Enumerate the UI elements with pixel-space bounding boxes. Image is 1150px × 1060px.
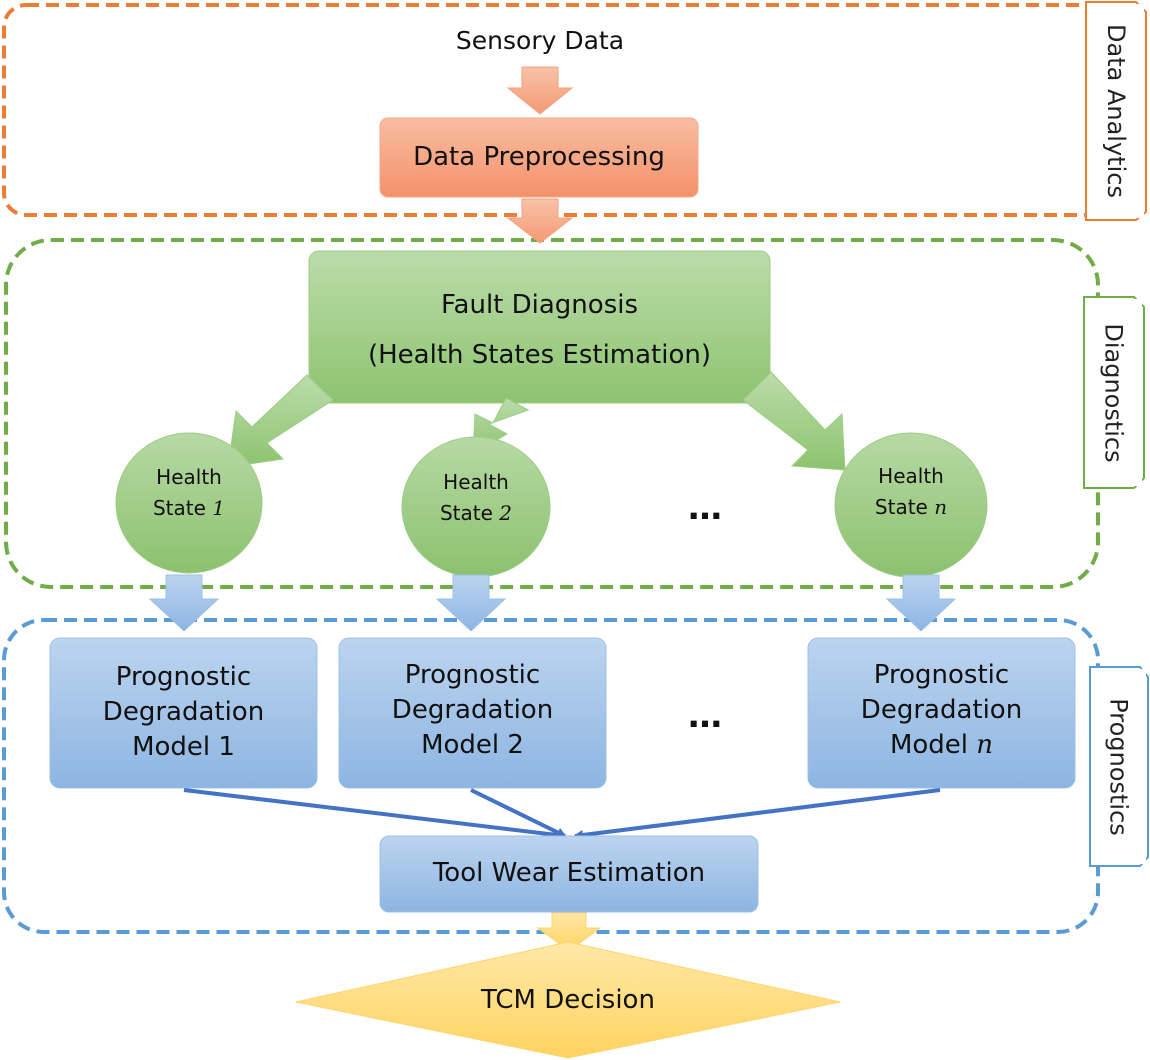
arrow-preprocessing-to-diagnosis xyxy=(506,198,574,244)
model-ellipsis: … xyxy=(688,696,722,736)
data-preprocessing-label: Data Preprocessing xyxy=(413,141,665,172)
model-2-box xyxy=(338,637,607,789)
health-state-n-line2: State n xyxy=(874,495,948,519)
health-state-2-label: Health State 2 xyxy=(402,467,550,529)
tcm-decision-label: TCM Decision xyxy=(481,985,655,1015)
model-2-label: Prognostic Degradation Model 2 xyxy=(339,658,606,763)
model-n-box xyxy=(807,637,1076,789)
model-2-line1: Prognostic xyxy=(404,660,541,690)
model-1-label: Prognostic Degradation Model 1 xyxy=(50,660,317,765)
health-state-1-label: Health State 1 xyxy=(116,462,262,524)
health-state-n-label: Health State n xyxy=(835,461,987,523)
data-preprocessing-box xyxy=(379,117,699,198)
model-1-line1: Prognostic xyxy=(115,662,252,692)
arrow-model-1-to-tool-wear xyxy=(183,788,567,841)
arrow-model-2-to-tool-wear xyxy=(470,788,567,838)
model-1-line2: Degradation xyxy=(102,697,265,727)
tool-wear-estimation-box xyxy=(379,835,759,913)
health-state-n-line1: Health xyxy=(878,464,944,488)
model-2-line2: Degradation xyxy=(391,695,554,725)
fault-diagnosis-title: Fault Diagnosis xyxy=(440,290,639,320)
diagnostics-label: Diagnostics xyxy=(1100,322,1129,463)
model-1-box xyxy=(49,637,318,789)
arrow-state-2-to-model-2 xyxy=(435,574,507,632)
fault-diagnosis-label: Fault Diagnosis (Health States Estimatio… xyxy=(309,280,770,380)
fault-diagnosis-subtitle: (Health States Estimation) xyxy=(367,340,711,370)
tcm-decision-diamond xyxy=(295,941,841,1059)
model-n-line3: Model n xyxy=(889,730,994,760)
arrow-diagnosis-to-state-1 xyxy=(227,374,334,468)
arrow-state-n-to-model-n xyxy=(885,574,957,632)
sensory-data-label: Sensory Data xyxy=(455,26,625,55)
arrow-model-n-to-tool-wear xyxy=(573,788,941,840)
health-state-1-line2: State 1 xyxy=(152,496,226,520)
health-state-ellipsis: … xyxy=(688,488,722,528)
diagnostics-tab-label-wrap: Diagnostics xyxy=(1086,299,1142,486)
arrow-diagnosis-to-state-n xyxy=(742,371,846,471)
data-analytics-label: Data Analytics xyxy=(1102,24,1131,198)
health-state-1-line1: Health xyxy=(156,465,222,489)
tool-wear-estimation-label: Tool Wear Estimation xyxy=(432,858,706,889)
health-state-1-circle xyxy=(115,432,263,574)
health-state-2-index: 2 xyxy=(499,501,513,525)
health-state-2-line1: Health xyxy=(443,470,509,494)
arrow-state-1-to-model-1 xyxy=(148,574,220,632)
health-state-n-index: n xyxy=(934,495,948,519)
model-n-line1: Prognostic xyxy=(873,660,1010,690)
model-n-label: Prognostic Degradation Model n xyxy=(808,658,1075,763)
data-analytics-tab-label-wrap: Data Analytics xyxy=(1088,4,1144,218)
prognostics-tab-label-wrap: Prognostics xyxy=(1092,669,1146,864)
health-state-2-line2: State 2 xyxy=(439,501,513,525)
arrow-sensory-to-preprocessing xyxy=(506,66,574,115)
model-2-line3: Model 2 xyxy=(421,730,524,760)
health-state-1-index: 1 xyxy=(212,496,226,520)
fault-diagnosis-box xyxy=(308,250,771,404)
model-n-index: n xyxy=(976,730,994,760)
prognostics-label: Prognostics xyxy=(1105,697,1134,836)
model-n-line2: Degradation xyxy=(860,695,1023,725)
model-2-index: 2 xyxy=(507,730,524,760)
model-1-line3: Model 1 xyxy=(132,732,235,762)
arrow-tool-wear-to-decision xyxy=(536,912,602,952)
model-1-index: 1 xyxy=(218,732,235,762)
